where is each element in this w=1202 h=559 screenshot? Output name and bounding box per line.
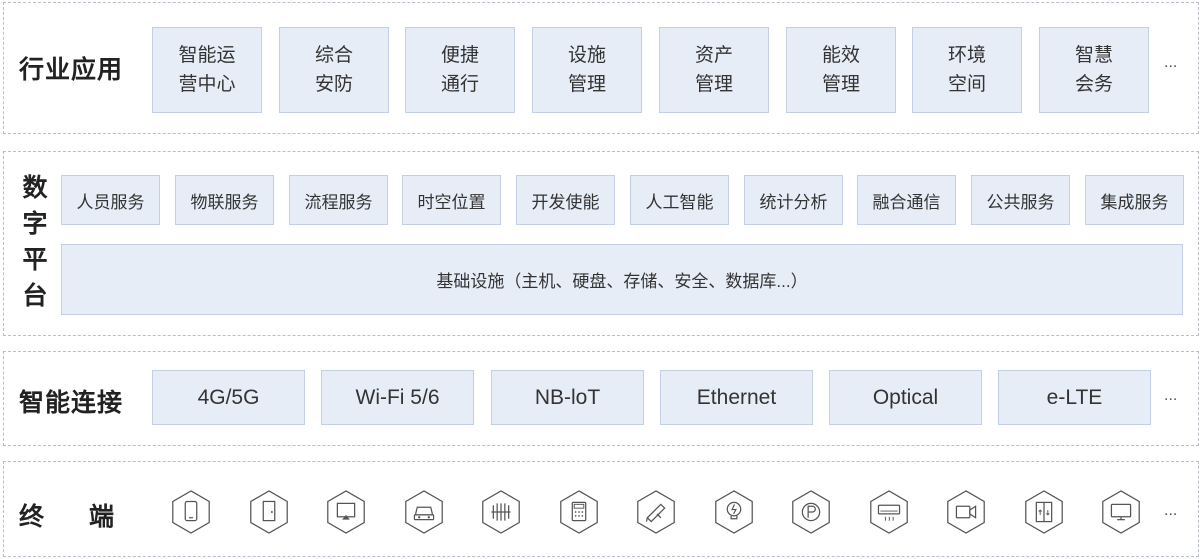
app-box-line: 智能运 (178, 45, 236, 66)
connectivity-box: Optical (829, 370, 982, 425)
platform-service-box: 统计分析 (744, 175, 843, 225)
app-box-line: 营中心 (178, 74, 236, 95)
app-box-line: 管理 (821, 74, 860, 95)
platform-service-box: 时空位置 (402, 175, 501, 225)
industry-app-box: 资产管理 (659, 27, 769, 113)
app-box-line: 安防 (314, 74, 353, 95)
app-box-line: 资产 (694, 45, 733, 66)
industry-app-box: 便捷通行 (405, 27, 515, 113)
screen-cast-icon (323, 489, 369, 535)
parking-icon (788, 489, 834, 535)
heater-icon (478, 489, 524, 535)
air-conditioner-icon (866, 489, 912, 535)
connectivity-box: e-LTE (998, 370, 1151, 425)
platform-title-char: 台 (22, 282, 48, 310)
platform-service-box: 开发使能 (516, 175, 615, 225)
connectivity-box: Wi-Fi 5/6 (321, 370, 474, 425)
app-box-line: 智慧 (1074, 45, 1113, 66)
app-box-line: 能效 (821, 45, 860, 66)
platform-service-box: 人工智能 (630, 175, 729, 225)
control-panel-icon (556, 489, 602, 535)
industry-app-box: 智能运营中心 (152, 27, 262, 113)
car-icon (401, 489, 447, 535)
terminal-title-char: 终 (19, 503, 46, 531)
app-box-line: 通行 (440, 74, 479, 95)
connectivity-box: 4G/5G (152, 370, 305, 425)
phone-icon (168, 489, 214, 535)
app-box-line: 管理 (694, 74, 733, 95)
infrastructure-box: 基础设施（主机、硬盘、存储、安全、数据库...） (61, 244, 1183, 315)
app-box-line: 管理 (567, 74, 606, 95)
platform-title-char: 字 (22, 210, 48, 238)
industry-app-box: 综合安防 (279, 27, 389, 113)
industry-application-layer: 行业应用 智能运营中心综合安防便捷通行设施管理资产管理能效管理环境空间智慧会务 … (3, 2, 1199, 134)
monitor-icon (1098, 489, 1144, 535)
digital-platform-layer: 数 字 平 台 人员服务物联服务流程服务时空位置开发使能人工智能统计分析融合通信… (3, 151, 1199, 336)
industry-app-box: 智慧会务 (1039, 27, 1149, 113)
platform-service-box: 集成服务 (1085, 175, 1184, 225)
video-camera-icon (943, 489, 989, 535)
platform-layer-title: 数 字 平 台 (18, 170, 52, 314)
terminal-layer-title: 终端 (19, 497, 115, 533)
elevator-icon (1021, 489, 1067, 535)
connectivity-more-ellipsis: ... (1164, 387, 1178, 404)
platform-service-box: 人员服务 (61, 175, 160, 225)
industry-layer-title: 行业应用 (19, 56, 124, 84)
industry-more-ellipsis: ... (1164, 54, 1178, 71)
connectivity-box: Ethernet (660, 370, 813, 425)
platform-service-box: 公共服务 (971, 175, 1070, 225)
platform-service-box: 流程服务 (289, 175, 388, 225)
app-box-line: 便捷 (440, 45, 479, 66)
platform-service-box: 融合通信 (857, 175, 956, 225)
terminal-title-char: 端 (89, 503, 116, 531)
door-icon (246, 489, 292, 535)
industry-app-box: 设施管理 (532, 27, 642, 113)
platform-title-char: 数 (22, 174, 48, 202)
terminal-more-ellipsis: ... (1164, 502, 1178, 519)
industry-app-box: 环境空间 (912, 27, 1022, 113)
platform-service-box: 物联服务 (175, 175, 274, 225)
platform-title-char: 平 (22, 246, 48, 274)
app-box-line: 设施 (567, 45, 606, 66)
app-box-line: 会务 (1074, 74, 1113, 95)
lightbulb-icon (711, 489, 757, 535)
industry-app-box: 能效管理 (786, 27, 896, 113)
app-box-line: 综合 (314, 45, 353, 66)
app-box-line: 空间 (947, 74, 986, 95)
camera-icon (633, 489, 679, 535)
connectivity-box: NB-loT (491, 370, 644, 425)
app-box-line: 环境 (947, 45, 986, 66)
smart-connectivity-layer: 智能连接 4G/5G Wi-Fi 5/6 NB-loT Ethernet Optical… (3, 351, 1199, 446)
connectivity-layer-title: 智能连接 (19, 389, 124, 417)
terminal-layer: 终端 ... (3, 461, 1199, 557)
